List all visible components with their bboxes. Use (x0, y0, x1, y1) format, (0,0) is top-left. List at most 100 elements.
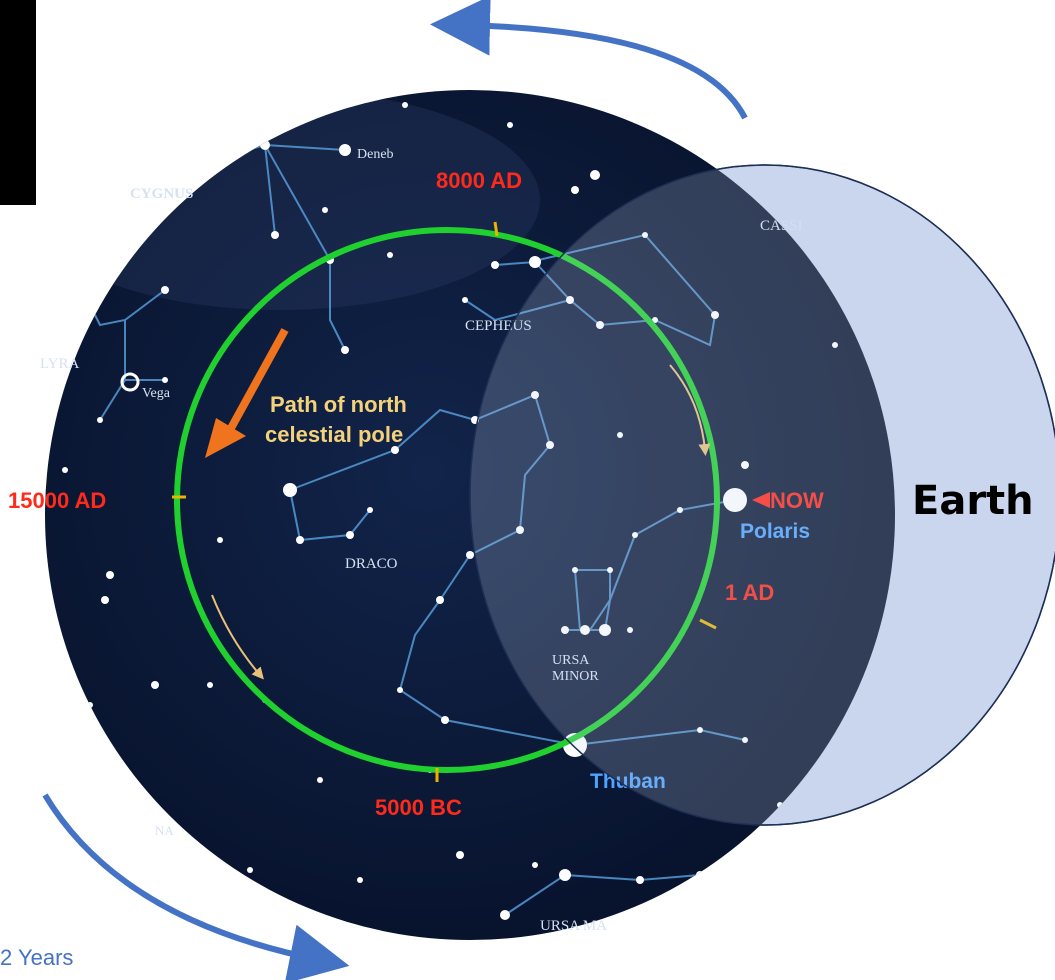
star-dot (247, 867, 253, 873)
epoch-1ad: 1 AD (725, 580, 774, 605)
star-dot (151, 681, 159, 689)
star-dot (346, 531, 354, 539)
star-dot (632, 532, 638, 538)
star-dot (367, 507, 373, 513)
draco-line-2 (289, 489, 371, 542)
star-dot (62, 467, 68, 473)
earth-overlay (469, 164, 1055, 826)
star-dot (742, 737, 748, 743)
rotation-arrow-bottom (42, 793, 350, 980)
star-dot (717, 137, 723, 143)
milky-way-haze (45, 90, 540, 310)
star-dot (531, 391, 539, 399)
epoch-labels: 8000 AD 15000 AD NOW 1 AD 5000 BC (8, 168, 824, 820)
star-dot (642, 232, 648, 238)
star-dot (397, 687, 403, 693)
star-dot (357, 877, 363, 883)
epoch-now: NOW (770, 488, 824, 513)
label-cassi: CASSI (760, 218, 803, 234)
star-dot (161, 286, 169, 294)
star-dot (529, 256, 541, 268)
cygnus-line-4 (264, 144, 276, 236)
star-dot (260, 140, 270, 150)
orange-arrow-head (205, 418, 246, 458)
label-na: NA (155, 823, 174, 838)
label-ursa-major: URSA MA (540, 918, 607, 934)
star-dot (317, 777, 323, 783)
star-dot (677, 507, 683, 513)
star-dot (832, 342, 838, 348)
star-dot (271, 231, 279, 239)
star-dot (491, 261, 499, 269)
star-dot (339, 144, 351, 156)
star-dot (507, 122, 513, 128)
cepheus-line-2 (464, 299, 571, 322)
label-ursa-minor-1: URSA (552, 653, 590, 668)
star-dot (546, 441, 554, 449)
star-dot (607, 567, 613, 573)
vega-ring (120, 372, 140, 392)
star-dot (566, 296, 574, 304)
star-dot (636, 876, 644, 884)
label-cygnus: CYGNUS (130, 186, 193, 202)
star-dot (217, 537, 223, 543)
cygnus-line-3 (264, 144, 346, 351)
star-dot (341, 346, 349, 354)
star-dot (402, 102, 408, 108)
star-dot (572, 567, 578, 573)
cygnus-line-1 (264, 144, 346, 151)
star-dot (741, 461, 749, 469)
epoch-5000bc: 5000 BC (375, 795, 462, 820)
pole-path-label: Path of north celestial pole (265, 392, 407, 447)
star-dot (599, 624, 611, 636)
star-dot (87, 702, 93, 708)
period-label: 2 Years (0, 945, 74, 970)
path-arrow-right (669, 364, 711, 456)
star-dot (283, 483, 297, 497)
path-arrow-left (211, 594, 264, 680)
star-dot (559, 869, 571, 881)
label-polaris: Polaris (740, 520, 810, 543)
star-dot (596, 321, 604, 329)
star-dot (156, 171, 164, 179)
star-dot (82, 292, 88, 298)
polaris-star (723, 488, 747, 512)
star-dots (62, 102, 838, 920)
tick-8000ad (493, 221, 499, 237)
star-dot (162, 377, 168, 383)
star-dot (617, 432, 623, 438)
star-dot (462, 297, 468, 303)
star-dot (590, 170, 600, 180)
epoch-ticks (172, 221, 717, 782)
star-dot (571, 186, 579, 194)
now-pointer (752, 492, 770, 508)
label-draco: DRACO (345, 556, 398, 572)
earth-label: Earth (912, 478, 1034, 524)
star-dot (532, 862, 538, 868)
tick-1ad (699, 618, 717, 630)
orange-arrow-shaft (226, 328, 289, 432)
star-dot (466, 551, 474, 559)
label-ursa-minor-2: MINOR (552, 669, 599, 684)
precession-path-circle (174, 227, 720, 773)
rotation-arrow-top (430, 0, 748, 120)
star-dot (322, 207, 328, 213)
star-dot (627, 627, 633, 633)
constellation-labels: CYGNUS LYRA CEPHEUS CASSI DRACO URSA MIN… (40, 147, 803, 934)
epoch-15000ad: 15000 AD (8, 488, 106, 513)
star-dot (456, 851, 464, 859)
star-dot (711, 311, 719, 319)
ursa-major-line (504, 873, 701, 916)
star-dot (101, 596, 109, 604)
star-dot (580, 625, 590, 635)
star-dot (296, 536, 304, 544)
star-dot (500, 910, 510, 920)
draco-line-1 (289, 393, 552, 601)
label-cepheus: CEPHEUS (465, 318, 532, 334)
star-dot (106, 571, 114, 579)
star-dot (391, 446, 399, 454)
star-dot (697, 727, 703, 733)
star-dot (97, 417, 103, 423)
